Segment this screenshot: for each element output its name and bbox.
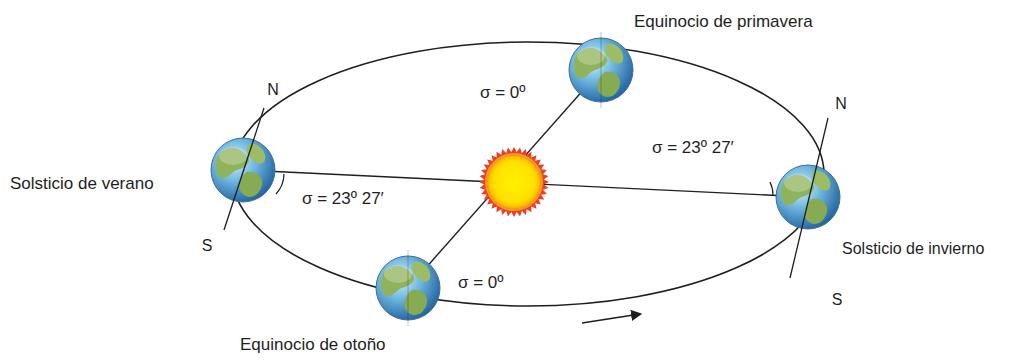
- pole-label: S: [830, 290, 845, 309]
- earth-globe: [776, 165, 840, 229]
- sun-corona: [479, 147, 549, 217]
- pole-label: S: [200, 236, 215, 255]
- earth-axis: [224, 108, 264, 230]
- sun-earth-line: [408, 70, 601, 288]
- earth-axis: [601, 32, 602, 108]
- sun-disc: [488, 156, 540, 208]
- angle-arc: [770, 182, 773, 196]
- season-label: Solsticio de verano: [8, 174, 156, 194]
- angle-label: σ = 23º 27′: [650, 138, 736, 158]
- angle-label: σ = 0º: [456, 273, 506, 293]
- orbit-ellipse: [232, 42, 824, 306]
- earth-axis: [790, 118, 828, 278]
- pole-label: N: [833, 94, 849, 113]
- season-label: Solsticio de invierno: [840, 239, 986, 258]
- sun-rim: [485, 153, 543, 211]
- angle-arc: [276, 174, 284, 194]
- sun: [479, 147, 549, 217]
- angle-label: σ = 0º: [478, 83, 528, 103]
- season-label: Equinocio de otoño: [238, 335, 388, 355]
- direction-arrow: [582, 314, 640, 323]
- season-label: Equinocio de primavera: [632, 12, 815, 32]
- pole-label: N: [265, 80, 281, 99]
- earth-axis: [408, 250, 409, 326]
- angle-label: σ = 23º 27′: [300, 189, 386, 209]
